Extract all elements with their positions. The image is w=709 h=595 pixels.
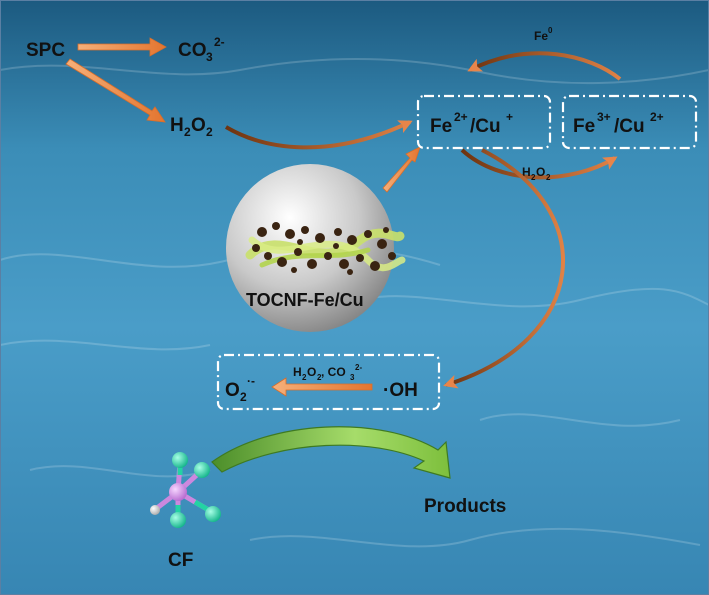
co3-base: CO (178, 40, 207, 61)
h2o2-small-end-sub: 2 (546, 173, 551, 182)
superoxide-label: O 2 ·- (225, 374, 255, 404)
conv-co3-sup: 2- (355, 363, 362, 372)
spc-to-co3-arrow (77, 37, 167, 57)
fe0-base: Fe (534, 29, 548, 43)
fe3-sup: 3+ (597, 110, 611, 124)
catalyst-label: TOCNF-Fe/Cu (246, 290, 364, 310)
h2o2-small-base: H (522, 165, 531, 179)
fe0-label: Fe 0 (534, 26, 553, 43)
cu1-base: /Cu (470, 116, 501, 137)
o2-sub: 2 (240, 390, 247, 404)
co3-sub: 3 (206, 50, 213, 64)
cf-molecule-icon (150, 452, 221, 528)
o2-base: O (225, 380, 240, 401)
fe2-sup: 2+ (454, 110, 468, 124)
conv-co3: , CO (321, 365, 346, 379)
h2o2-small-sub: 2 (531, 173, 536, 182)
hydroxyl-label: ·OH (383, 380, 418, 401)
fe3-cu-label: Fe 3+ /Cu 2+ (573, 110, 664, 137)
h2o2-end: O (191, 115, 206, 136)
cf-label: CF (168, 550, 193, 571)
fe2-to-oh-arrow (443, 148, 565, 389)
fe2-cu-box (416, 94, 552, 150)
h2o2-end-sub: 2 (206, 125, 213, 139)
h2o2-oxidant-label: H 2 O 2 (522, 165, 551, 182)
catalyst-to-fe2-arrow (382, 146, 421, 193)
fe0-sup: 0 (548, 26, 553, 35)
h2o2-to-fe2-arrow (224, 120, 413, 150)
products-label: Products (424, 496, 506, 517)
water-ripples (0, 58, 709, 548)
fe2-cu-label: Fe 2+ /Cu + (430, 110, 513, 137)
cf-to-products-arrow (211, 426, 451, 479)
conv-h2o2-base: H (293, 365, 302, 379)
conv-h2o2-sub: 2 (302, 373, 307, 382)
spc-label: SPC (26, 40, 65, 61)
co3-sup: 2- (214, 35, 225, 49)
cu2-base: /Cu (614, 116, 645, 137)
spc-to-h2o2-arrow (65, 58, 166, 123)
oh-to-o2-arrow (271, 377, 373, 397)
conv-co3-sub: 3 (350, 373, 355, 382)
conv-o: O (307, 365, 316, 379)
conv-o-sub: 2 (317, 373, 322, 382)
fe2-base: Fe (430, 116, 452, 137)
radical-box (216, 353, 441, 411)
h2o2-label: H 2 O 2 (170, 115, 213, 139)
fiber-catalyst-sphere-icon (226, 164, 406, 332)
h2o2-sub: 2 (184, 125, 191, 139)
o2-sup: ·- (247, 374, 255, 388)
co3-label: CO 3 2- (178, 35, 225, 64)
fe2-to-fe3-arrow (460, 148, 618, 180)
h2o2-small-end: O (536, 165, 545, 179)
cu1-sup: + (506, 110, 513, 124)
conversion-reagents-label: H 2 O 2 , CO 3 2- (293, 363, 362, 382)
h2o2-base: H (170, 115, 184, 136)
fe3-base: Fe (573, 116, 595, 137)
cu2-sup: 2+ (650, 110, 664, 124)
fe0-regeneration-arrow (467, 51, 622, 81)
fe3-cu-box (561, 94, 698, 150)
